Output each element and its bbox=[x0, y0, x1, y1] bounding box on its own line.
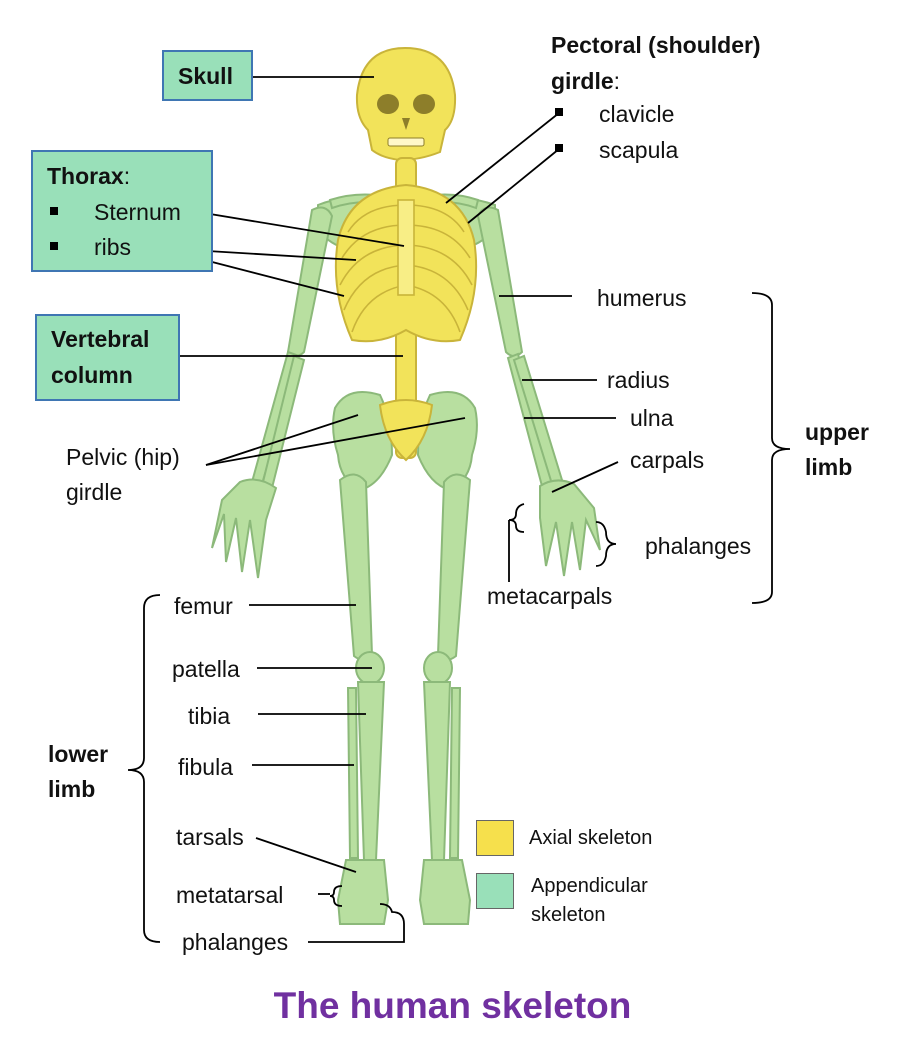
sternum-label: Sternum bbox=[94, 199, 181, 225]
legend-axial-label: Axial skeleton bbox=[529, 827, 653, 849]
pectoral-title-line1: Pectoral (shoulder) bbox=[551, 32, 761, 58]
carpals-label: carpals bbox=[630, 447, 705, 473]
left-fibula bbox=[346, 687, 360, 859]
thorax-title-text: Thorax bbox=[47, 163, 124, 189]
hand-phalanges-label: phalanges bbox=[645, 533, 752, 559]
vertebral-label-line2: column bbox=[51, 362, 133, 388]
left-hip-bone bbox=[332, 391, 394, 492]
patella-label: patella bbox=[172, 656, 240, 682]
fibula-label: fibula bbox=[178, 754, 233, 780]
pelvic-label-line2: girdle bbox=[66, 479, 123, 505]
sternum bbox=[397, 199, 415, 296]
skull-label-box bbox=[162, 50, 253, 101]
humerus-label: humerus bbox=[597, 285, 687, 311]
right-fibula bbox=[448, 687, 462, 859]
pectoral-girdle-text: girdle bbox=[551, 68, 614, 94]
metacarpals-label: metacarpals bbox=[487, 583, 613, 609]
appendicular-skeleton bbox=[211, 193, 601, 925]
vertebral-label-line1: Vertebral bbox=[51, 326, 150, 352]
left-foot bbox=[336, 859, 390, 925]
legend-axial-swatch bbox=[476, 820, 514, 856]
diagram-caption: The human skeleton bbox=[273, 985, 632, 1026]
scapula-bullet bbox=[555, 144, 563, 152]
right-patella bbox=[423, 651, 453, 685]
foot-phalanges-label: phalanges bbox=[182, 929, 289, 955]
right-hip-bone bbox=[416, 391, 478, 492]
left-femur bbox=[338, 473, 374, 661]
upper-limb-label-line1: upper bbox=[805, 419, 869, 445]
pectoral-colon: : bbox=[613, 68, 621, 94]
sternum-bullet bbox=[50, 207, 58, 215]
thorax-title: Thorax: bbox=[47, 162, 130, 190]
metatarsal-label: metatarsal bbox=[176, 882, 284, 908]
thorax-label-box bbox=[31, 150, 213, 272]
upper-limb-label-line2: limb bbox=[805, 454, 853, 480]
right-femur bbox=[436, 473, 472, 661]
sacrum bbox=[378, 399, 434, 462]
pectoral-title-line2: girdle: bbox=[551, 67, 620, 95]
right-tibia bbox=[422, 681, 452, 861]
skull-details bbox=[377, 94, 435, 147]
tibia-label: tibia bbox=[188, 703, 231, 729]
ribs-bullet bbox=[50, 242, 58, 250]
legend-appendicular-line2: skeleton bbox=[531, 904, 606, 926]
lower-limb-label-line2: limb bbox=[48, 776, 96, 802]
vertebral-label-box bbox=[35, 314, 180, 401]
thorax-title-colon: : bbox=[123, 163, 131, 189]
tarsals-label: tarsals bbox=[176, 824, 244, 850]
left-hand bbox=[211, 478, 278, 579]
right-foot bbox=[418, 859, 472, 925]
legend-appendicular-line1: Appendicular bbox=[531, 875, 648, 897]
left-tibia bbox=[356, 681, 386, 861]
lower-limb-label-line1: lower bbox=[48, 741, 109, 767]
clavicle-label: clavicle bbox=[599, 101, 675, 127]
ulna-label: ulna bbox=[630, 405, 674, 431]
pelvic-label-line1: Pelvic (hip) bbox=[66, 444, 180, 470]
skull-label: Skull bbox=[178, 63, 233, 89]
clavicle-bullet bbox=[555, 108, 563, 116]
right-hand bbox=[539, 479, 601, 577]
right-humerus bbox=[476, 206, 524, 357]
radius-label: radius bbox=[607, 367, 670, 393]
legend-appendicular-swatch bbox=[476, 873, 514, 909]
scapula-label: scapula bbox=[599, 137, 679, 163]
ribs-label: ribs bbox=[94, 234, 132, 260]
femur-label: femur bbox=[174, 593, 233, 619]
